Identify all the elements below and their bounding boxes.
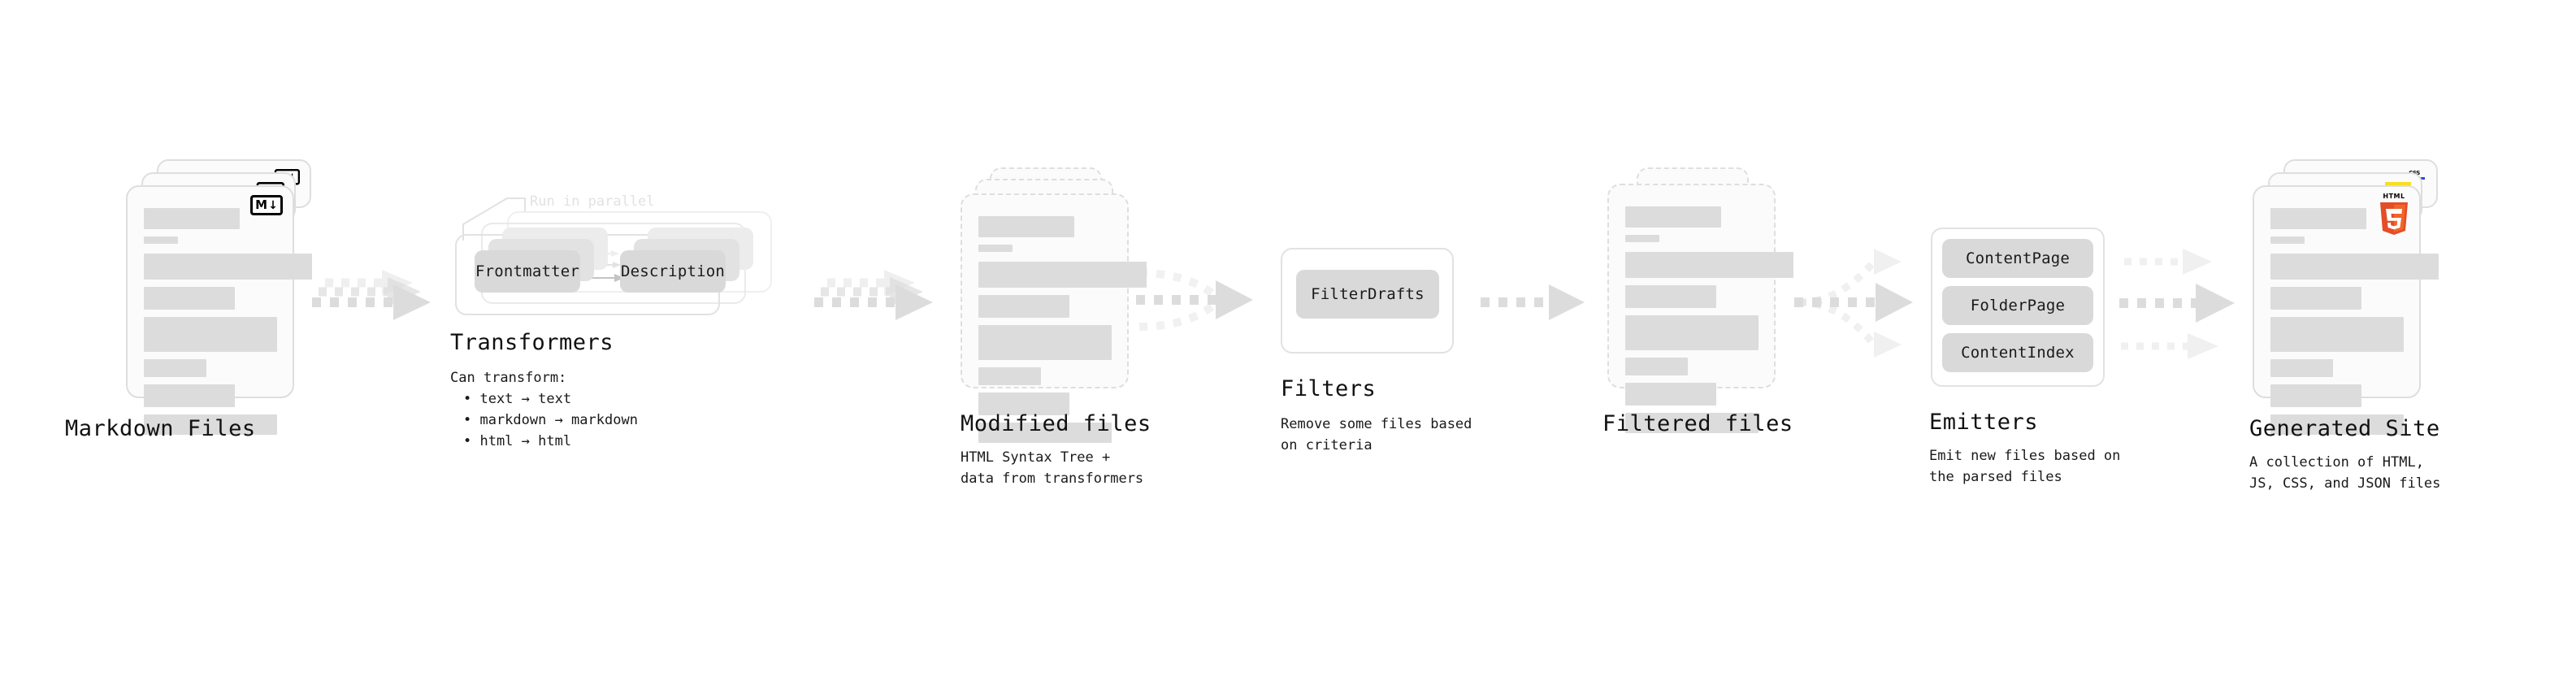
- stage-title-generated-site: Generated Site: [2249, 416, 2440, 441]
- file-skeleton: [2270, 208, 2439, 442]
- skeleton-line: [144, 359, 206, 377]
- skeleton-line: [2270, 254, 2439, 280]
- skeleton-line: [1625, 383, 1716, 406]
- arrow-converging-icon: [1136, 269, 1253, 331]
- chip-label: FolderPage: [1970, 297, 2066, 314]
- skeleton-line: [1625, 235, 1659, 242]
- chip-label: Frontmatter: [475, 262, 580, 280]
- markdown-icon: M ↓: [250, 195, 283, 215]
- transformers-bullet-0: • text → text: [463, 391, 572, 407]
- arrow-transformers-to-modified: [813, 265, 943, 330]
- skeleton-line: [978, 325, 1112, 360]
- skeleton-line: [1625, 206, 1721, 228]
- skeleton-line: [978, 423, 1112, 443]
- skeleton-line: [1625, 413, 1759, 433]
- chip-label: ContentIndex: [1961, 344, 2075, 362]
- skeleton-line: [2270, 236, 2305, 244]
- emitters-chip-folderpage[interactable]: FolderPage: [1942, 286, 2093, 325]
- chip-label: ContentPage: [1965, 249, 2071, 267]
- skeleton-line: [978, 393, 1069, 415]
- emitters-chip-contentindex[interactable]: ContentIndex: [1942, 333, 2093, 372]
- arrow-diverging-icon: [1794, 249, 1913, 358]
- skeleton-line: [2270, 384, 2361, 407]
- file-skeleton: [1625, 206, 1793, 440]
- skeleton-line: [978, 245, 1013, 252]
- skeleton-line: [2270, 317, 2404, 352]
- arrow-filtered-to-emitters: [1794, 234, 1932, 368]
- markdown-file-front: M ↓: [126, 185, 312, 435]
- arrow-icon: [814, 270, 933, 320]
- stage-title-transformers: Transformers: [450, 330, 614, 355]
- modified-file-front: [961, 193, 1147, 443]
- transformer-chip-description[interactable]: Description: [620, 250, 726, 293]
- arrow-filters-to-filtered: [1479, 280, 1593, 325]
- html5-icon: HTML: [2379, 193, 2409, 236]
- arrow-triple-icon: [2119, 249, 2235, 359]
- skeleton-line: [978, 295, 1069, 318]
- skeleton-line: [1625, 315, 1759, 350]
- html5-shield: [2380, 202, 2408, 235]
- stage-title-modified-files: Modified files: [961, 411, 1151, 436]
- chip-label: FilterDrafts: [1311, 285, 1425, 303]
- site-file-front: HTML: [2253, 185, 2439, 435]
- stage-title-filters: Filters: [1281, 376, 1377, 401]
- emitters-chip-contentpage[interactable]: ContentPage: [1942, 239, 2093, 278]
- modified-files-subtitle: HTML Syntax Tree + data from transformer…: [961, 449, 1144, 488]
- html5-icon-label: HTML: [2383, 193, 2405, 200]
- file-skeleton: [144, 208, 312, 442]
- run-in-parallel-label: Run in parallel: [530, 193, 655, 210]
- skeleton-line: [978, 262, 1147, 288]
- arrow-emitters-to-site: [2119, 236, 2257, 366]
- stage-title-filtered-files: Filtered files: [1602, 411, 1793, 436]
- file-skeleton: [978, 216, 1147, 450]
- stage-title-markdown-files: Markdown Files: [65, 416, 256, 441]
- skeleton-line: [2270, 287, 2361, 310]
- run-in-parallel-bracket: [462, 197, 526, 241]
- transformers-bullet-2: • html → html: [463, 433, 572, 449]
- skeleton-line: [144, 414, 277, 435]
- emitters-subtitle: Emit new files based on the parsed files: [1929, 448, 2121, 486]
- skeleton-line: [144, 287, 235, 310]
- skeleton-line: [144, 254, 312, 280]
- emitters-group: [1931, 228, 2105, 387]
- generated-site-subtitle: A collection of HTML, JS, CSS, and JSON …: [2249, 454, 2441, 492]
- filtered-file-front: [1607, 184, 1793, 433]
- skeleton-line: [2270, 208, 2366, 229]
- filters-group: [1281, 248, 1454, 354]
- skeleton-line: [1625, 252, 1793, 278]
- arrow-modified-to-filters: [1134, 260, 1264, 341]
- skeleton-line: [144, 317, 277, 352]
- filters-subtitle: Remove some files based on criteria: [1281, 416, 1472, 454]
- transformers-bullet-1: • markdown → markdown: [463, 412, 638, 428]
- skeleton-line: [144, 236, 178, 244]
- skeleton-line: [2270, 359, 2333, 377]
- arrow-markdown-to-transformers: [310, 265, 440, 330]
- skeleton-line: [978, 367, 1041, 385]
- arrow-icon: [1481, 284, 1585, 320]
- skeleton-line: [2270, 414, 2404, 435]
- transformers-subtitle-head: Can transform:: [450, 370, 567, 386]
- stage-title-emitters: Emitters: [1929, 410, 2039, 435]
- transformer-chip-frontmatter[interactable]: Frontmatter: [475, 250, 580, 293]
- skeleton-line: [144, 208, 240, 229]
- arrow-icon: [312, 270, 431, 320]
- filters-chip-filterdrafts[interactable]: FilterDrafts: [1296, 270, 1439, 319]
- markdown-arrow: ↓: [268, 198, 278, 212]
- chip-label: Description: [620, 262, 726, 280]
- markdown-letter: M: [255, 197, 268, 212]
- skeleton-line: [978, 216, 1074, 237]
- skeleton-line: [144, 384, 235, 407]
- skeleton-line: [1625, 285, 1716, 308]
- skeleton-line: [1625, 358, 1688, 375]
